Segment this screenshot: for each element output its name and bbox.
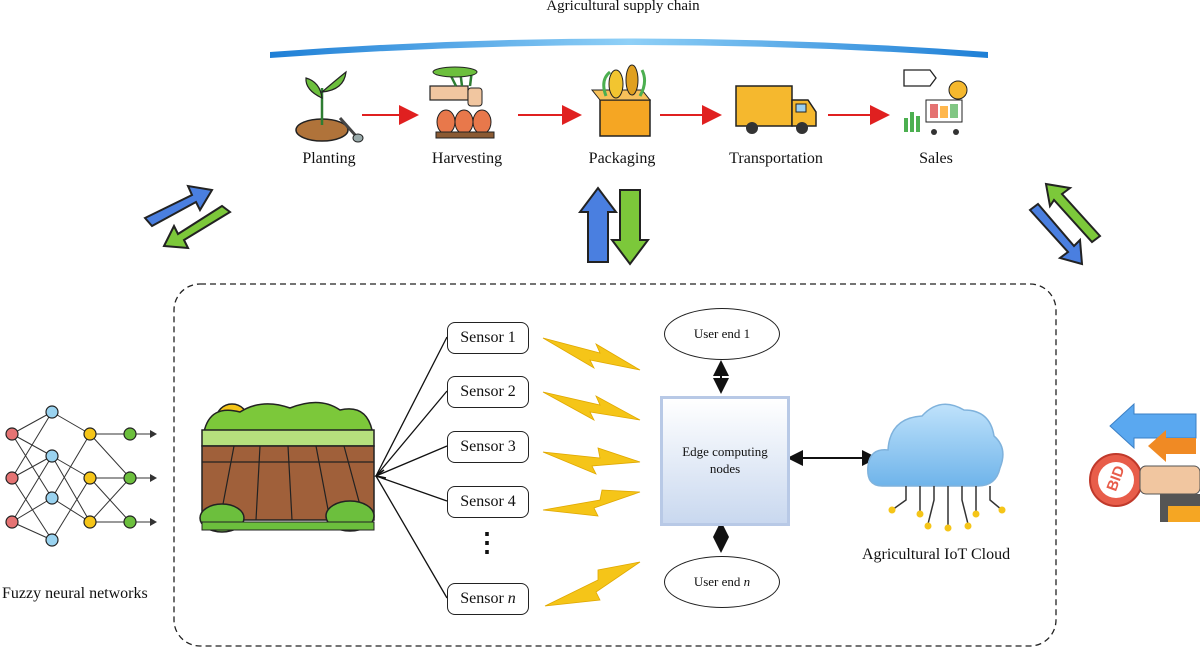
sensor-node: Sensor 1: [447, 322, 529, 354]
sensor-node-n: Sensor n: [447, 583, 529, 615]
sensor-node: Sensor 3: [447, 431, 529, 463]
planting-icon: [295, 70, 364, 143]
user-end-1-label: User end 1: [693, 326, 751, 341]
bid-auction-icon: [1089, 402, 1200, 522]
user-end-n-var: n: [743, 574, 751, 589]
sensor-label: Sensor 3: [460, 438, 516, 455]
supply-chain-arc: [270, 38, 988, 58]
sensor-node: Sensor 4: [447, 486, 529, 518]
farm-field-icon: [199, 401, 375, 533]
fuzzy-nn-label: Fuzzy neural networks: [2, 585, 148, 602]
edge-connectors: [713, 360, 878, 553]
sensor-node: Sensor 2: [447, 376, 529, 408]
sensor-label: Sensor 1: [460, 329, 516, 346]
sensor-n-var: n: [507, 590, 516, 607]
stage-label-planting: Planting: [302, 150, 356, 167]
sensor-label: Sensor 2: [460, 383, 516, 400]
user-end-n-prefix: User end: [693, 574, 744, 589]
user-end-1: User end 1: [664, 308, 780, 360]
cloud-label: Agricultural IoT Cloud: [861, 546, 1011, 563]
exchange-arrows-left: [143, 184, 232, 250]
truck-icon: [735, 85, 817, 134]
sensor-links: [374, 336, 448, 599]
packaging-icon: [590, 64, 652, 137]
neural-network-icon: [5, 405, 157, 547]
stage-label-packaging: Packaging: [588, 150, 656, 167]
edge-label-line2: nodes: [709, 461, 741, 476]
user-end-n: User end n: [664, 556, 780, 608]
sensor-label: Sensor 4: [460, 493, 516, 510]
cloud-icon: [867, 403, 1006, 532]
exchange-arrows-right: [1028, 182, 1102, 266]
wireless-signals: [542, 337, 641, 607]
harvesting-icon: [429, 66, 495, 139]
sensor-ellipsis: ⋮: [474, 528, 500, 557]
sales-cart-icon: [903, 69, 968, 135]
system-boundary: [173, 283, 1057, 647]
stage-label-transportation: Transportation: [729, 150, 823, 167]
stage-label-harvesting: Harvesting: [431, 150, 503, 167]
sensor-n-prefix: Sensor: [460, 590, 508, 607]
stage-label-sales: Sales: [919, 150, 953, 167]
supply-chain-title: Agricultural supply chain: [546, 0, 700, 14]
exchange-arrows-center: [578, 186, 650, 266]
edge-label-line1: Edge computing: [682, 444, 768, 460]
